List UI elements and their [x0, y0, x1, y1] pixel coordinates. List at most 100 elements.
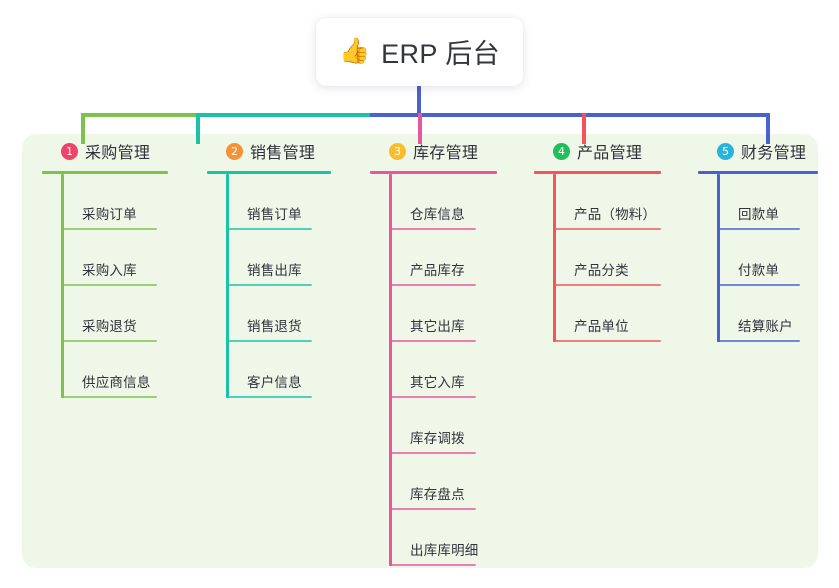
leaf-node[interactable]: 销售出库 [226, 230, 357, 286]
leaf-node[interactable]: 库存调拨 [389, 398, 530, 454]
leaf-label: 产品库存 [410, 263, 465, 278]
leaf-label: 结算账户 [738, 319, 793, 334]
branch-header-3[interactable]: 3 库存管理 [370, 134, 530, 168]
leaf-label: 产品单位 [574, 319, 629, 334]
leaf-label: 其它出库 [410, 319, 465, 334]
thumbs-up-icon: 👍 [338, 36, 371, 65]
leaf-label: 销售退货 [247, 319, 302, 334]
leaf-rule [717, 284, 800, 286]
leaf-rule [389, 508, 476, 510]
root-node-content: 👍 ERP 后台 [339, 32, 500, 71]
branch-stem-5 [717, 174, 720, 342]
connector-stub-1 [81, 113, 85, 144]
leaf-node[interactable]: 回款单 [717, 174, 839, 230]
branch-rule-3 [370, 171, 497, 174]
leaf-node[interactable]: 仓库信息 [389, 174, 530, 230]
leaf-label: 销售订单 [247, 207, 302, 222]
leaf-label: 出库库明细 [410, 543, 479, 558]
leaf-node[interactable]: 其它入库 [389, 342, 530, 398]
leaf-node[interactable]: 产品库存 [389, 230, 530, 286]
leaf-rule [389, 564, 476, 566]
branch-header-2[interactable]: 2 销售管理 [207, 134, 357, 168]
branch-badge-4: 4 [553, 142, 570, 160]
branch-stem-2 [226, 174, 229, 398]
connector-bar-segment-1 [81, 113, 196, 117]
leaf-rule [717, 340, 800, 342]
branch-rule-4 [534, 171, 661, 174]
leaf-label: 回款单 [738, 207, 780, 222]
leaf-rule [553, 340, 661, 342]
leaf-label: 供应商信息 [82, 375, 151, 390]
leaf-rule [61, 396, 157, 398]
leaf-node[interactable]: 库存盘点 [389, 454, 530, 510]
branch-header-4[interactable]: 4 产品管理 [534, 134, 694, 168]
leaf-rule [226, 340, 312, 342]
leaf-label: 其它入库 [410, 375, 465, 390]
leaf-rule [226, 284, 312, 286]
connector-stub-5 [766, 113, 770, 144]
leaf-node[interactable]: 出库库明细 [389, 510, 530, 566]
branch-stem-3 [389, 174, 392, 566]
leaf-rule [553, 284, 661, 286]
leaf-rule [61, 228, 157, 230]
root-node[interactable]: 👍 ERP 后台 [316, 18, 523, 86]
connector-bar-segment-3 [370, 113, 769, 117]
branch-stem-4 [553, 174, 556, 342]
branch-column-2: 2 销售管理销售订单销售出库销售退货客户信息 [207, 134, 357, 398]
leaf-node[interactable]: 付款单 [717, 230, 839, 286]
leaf-node[interactable]: 产品（物料） [553, 174, 694, 230]
branch-title-4: 产品管理 [577, 145, 643, 162]
branch-stem-1 [61, 174, 64, 398]
branch-items-3: 仓库信息产品库存其它出库其它入库库存调拨库存盘点出库库明细 [389, 174, 530, 566]
leaf-label: 产品（物料） [574, 207, 657, 222]
leaf-node[interactable]: 结算账户 [717, 286, 839, 342]
leaf-node[interactable]: 产品单位 [553, 286, 694, 342]
leaf-rule [389, 452, 476, 454]
branch-title-1: 采购管理 [85, 145, 151, 162]
leaf-rule [226, 228, 312, 230]
leaf-node[interactable]: 供应商信息 [61, 342, 192, 398]
leaf-node[interactable]: 销售订单 [226, 174, 357, 230]
leaf-rule [61, 284, 157, 286]
leaf-rule [717, 228, 800, 230]
leaf-label: 产品分类 [574, 263, 629, 278]
leaf-node[interactable]: 产品分类 [553, 230, 694, 286]
leaf-node[interactable]: 其它出库 [389, 286, 530, 342]
branch-title-3: 库存管理 [413, 145, 479, 162]
leaf-label: 采购退货 [82, 319, 137, 334]
branch-items-2: 销售订单销售出库销售退货客户信息 [226, 174, 357, 398]
leaf-node[interactable]: 采购退货 [61, 286, 192, 342]
leaf-node[interactable]: 采购入库 [61, 230, 192, 286]
connector-stub-2 [196, 113, 200, 144]
leaf-node[interactable]: 客户信息 [226, 342, 357, 398]
branches-panel [22, 134, 818, 568]
leaf-rule [553, 228, 661, 230]
branch-column-4: 4 产品管理产品（物料） 产品分类产品单位 [534, 134, 694, 342]
leaf-rule [389, 284, 476, 286]
branch-rule-1 [42, 171, 168, 174]
branch-title-2: 销售管理 [250, 145, 316, 162]
branch-rule-5 [698, 171, 818, 174]
branch-items-4: 产品（物料） 产品分类产品单位 [553, 174, 694, 342]
leaf-rule [389, 396, 476, 398]
leaf-node[interactable]: 采购订单 [61, 174, 192, 230]
branch-badge-2: 2 [226, 142, 243, 160]
branch-column-3: 3 库存管理仓库信息产品库存其它出库其它入库库存调拨库存盘点出库库明细 [370, 134, 530, 566]
leaf-label: 库存盘点 [410, 487, 465, 502]
branch-rule-2 [207, 171, 331, 174]
connector-bar-segment-2 [196, 113, 370, 117]
branch-items-1: 采购订单采购入库采购退货供应商信息 [61, 174, 192, 398]
leaf-label: 库存调拨 [410, 431, 465, 446]
branch-title-5: 财务管理 [741, 145, 807, 162]
branch-items-5: 回款单付款单结算账户 [717, 174, 839, 342]
leaf-rule [389, 340, 476, 342]
branch-badge-3: 3 [389, 142, 406, 160]
leaf-node[interactable]: 销售退货 [226, 286, 357, 342]
leaf-rule [61, 340, 157, 342]
leaf-label: 付款单 [738, 263, 780, 278]
leaf-label: 采购入库 [82, 263, 137, 278]
